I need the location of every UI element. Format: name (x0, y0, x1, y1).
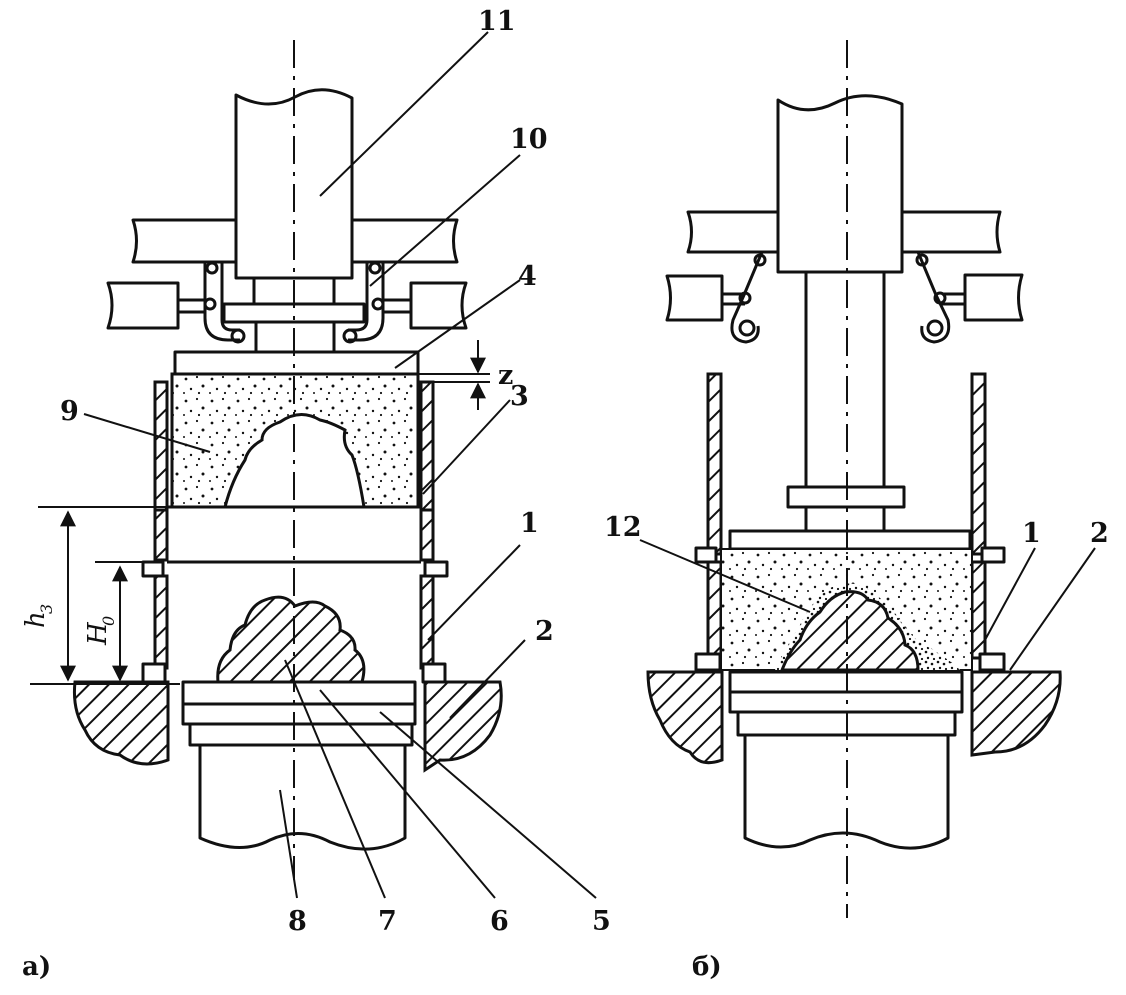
gripper-hook-left (203, 262, 240, 342)
die-wall-left-b (706, 372, 723, 556)
label-11: 11 (478, 6, 516, 37)
die-ring-flange-left (141, 560, 165, 578)
pressed-part-b (779, 590, 920, 672)
die-ring-right (419, 574, 435, 670)
label-z: z (498, 360, 513, 391)
label-10: 10 (510, 124, 548, 155)
label-12: 12 (604, 512, 642, 543)
upper-punch-b (728, 529, 972, 551)
label-3: 3 (510, 381, 529, 412)
label-1: 1 (520, 508, 539, 539)
gripper-hook-right (348, 262, 385, 342)
base-left (73, 680, 170, 766)
gripper-open-left (730, 251, 764, 344)
piston-rod (804, 270, 886, 489)
die-ring-left (153, 574, 169, 670)
label-9: 9 (60, 396, 79, 427)
dim-h3: h 3 (21, 604, 56, 628)
caption-a: а) (22, 952, 51, 982)
label-4: 4 (518, 261, 537, 292)
label-2: 2 (535, 616, 554, 647)
base-right-b (970, 670, 1062, 757)
gripper-cylinder-right-b (963, 273, 1024, 322)
figure-a: 11 10 4 z 3 9 1 2 8 7 6 5 h 3 H 0 а) (21, 6, 611, 982)
base-left-b (646, 670, 724, 765)
crossbeam (131, 218, 238, 264)
svg-text:H: H (83, 621, 113, 646)
crossbeam-b (686, 210, 780, 254)
gripper-cylinder-right (409, 281, 468, 330)
label-2-b: 2 (1090, 518, 1109, 549)
caption-b: б) (692, 952, 722, 982)
base-right (423, 680, 503, 773)
pressed-part (216, 595, 366, 684)
label-5: 5 (592, 906, 611, 937)
dim-H0: H 0 (83, 616, 118, 646)
lower-plate (181, 702, 417, 726)
gripper-open-right (916, 251, 951, 344)
svg-text:0: 0 (99, 616, 118, 626)
gripper-cylinder-left (106, 281, 180, 330)
die-wall-left-upper (153, 380, 169, 512)
upper-ram-b (776, 94, 904, 274)
label-1-b: 1 (1022, 518, 1041, 549)
die-ring-right-b (970, 560, 987, 660)
svg-text:h: h (21, 611, 51, 628)
die-ring-left-b (706, 560, 723, 660)
svg-text:3: 3 (37, 604, 56, 614)
label-6: 6 (490, 906, 509, 937)
label-8: 8 (288, 906, 307, 937)
label-7: 7 (378, 906, 397, 937)
figure-b: 12 1 2 б) (604, 40, 1109, 982)
powder-charge (170, 372, 420, 509)
die-wall-right-b (970, 372, 987, 556)
gripper-cylinder-left-b (665, 274, 724, 322)
lower-ram (188, 722, 414, 851)
upper-punch (173, 350, 420, 376)
